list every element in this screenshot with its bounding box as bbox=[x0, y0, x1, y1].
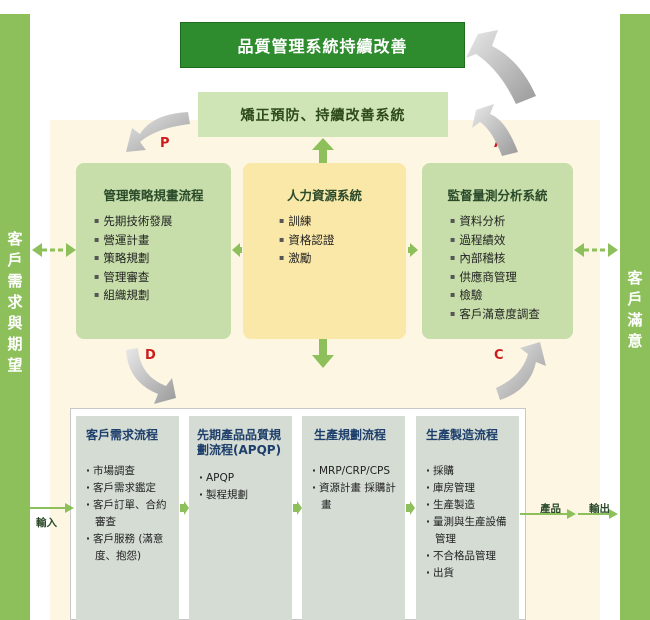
item-list: 資料分析 過程績效 內部稽核 供應商管理 檢驗 客戶滿意度調查 bbox=[450, 212, 573, 323]
right-bar: 客戶滿意 bbox=[620, 14, 650, 620]
list-item: 激勵 bbox=[279, 249, 406, 268]
left-bar-label: 客戶需求與期望 bbox=[7, 230, 23, 374]
box-title: 監督量測分析系統 bbox=[447, 188, 548, 203]
list-item: 內部稽核 bbox=[450, 249, 573, 268]
list-item: 客戶服務 (滿意度、抱怨) bbox=[86, 531, 173, 565]
human-resources-box: 人力資源系統 訓練 資格認證 激勵 bbox=[243, 163, 406, 339]
list-item: 資源計畫 採購計畫 bbox=[312, 480, 399, 514]
item-list: 訓練 資格認證 激勵 bbox=[279, 212, 406, 268]
list-item: 生產製造 bbox=[426, 497, 513, 514]
manufacturing-process-box: 生產製造流程 採購 庫房管理 生產製造 量測與生產設備管理 不合格品管理 出貨 bbox=[416, 416, 519, 620]
process-list: 市場調查 客戶需求鑑定 客戶訂單、合約審查 客戶服務 (滿意度、抱怨) bbox=[86, 463, 173, 565]
left-bar: 客戶需求與期望 bbox=[0, 14, 30, 620]
measurement-analysis-box: 監督量測分析系統 資料分析 過程績效 內部稽核 供應商管理 檢驗 客戶滿意度調查 bbox=[422, 163, 573, 339]
list-item: 庫房管理 bbox=[426, 480, 513, 497]
list-item: 客戶需求鑑定 bbox=[86, 480, 173, 497]
item-list: 先期技術發展 營運計畫 策略規劃 管理審查 組織規劃 bbox=[94, 212, 231, 305]
process-title: 先期產品品質規劃流程(APQP) bbox=[197, 428, 282, 457]
list-item: 採購 bbox=[426, 463, 513, 480]
subtitle-banner: 矯正預防、持續改善系統 bbox=[198, 92, 448, 137]
input-label: 輸入 bbox=[36, 517, 57, 529]
customer-requirement-process-box: 客戶需求流程 市場調查 客戶需求鑑定 客戶訂單、合約審查 客戶服務 (滿意度、抱… bbox=[76, 416, 179, 620]
process-list: APQP 製程規劃 bbox=[199, 470, 286, 504]
list-item: 營運計畫 bbox=[94, 231, 231, 250]
list-item: 資格認證 bbox=[279, 231, 406, 250]
list-item: 市場調查 bbox=[86, 463, 173, 480]
pdca-label-a: A bbox=[494, 136, 505, 151]
list-item: APQP bbox=[199, 470, 286, 487]
curved-arrow-to-title bbox=[466, 30, 536, 104]
list-item: MRP/CRP/CPS bbox=[312, 463, 399, 480]
box-title: 管理策略規畫流程 bbox=[103, 188, 204, 203]
right-bar-label: 客戶滿意 bbox=[627, 269, 643, 350]
list-item: 管理審查 bbox=[94, 268, 231, 287]
product-label: 產品 bbox=[540, 503, 561, 515]
list-item: 資料分析 bbox=[450, 212, 573, 231]
process-title: 生產製造流程 bbox=[426, 428, 499, 442]
title-banner: 品質管理系統持續改善 bbox=[180, 22, 465, 68]
box-title: 人力資源系統 bbox=[286, 188, 362, 203]
list-item: 供應商管理 bbox=[450, 268, 573, 287]
list-item: 策略規劃 bbox=[94, 249, 231, 268]
process-list: 採購 庫房管理 生產製造 量測與生產設備管理 不合格品管理 出貨 bbox=[426, 463, 513, 582]
process-title: 生產規劃流程 bbox=[314, 428, 387, 442]
production-planning-process-box: 生產規劃流程 MRP/CRP/CPS 資源計畫 採購計畫 bbox=[302, 416, 405, 620]
list-item: 出貨 bbox=[426, 565, 513, 582]
list-item: 先期技術發展 bbox=[94, 212, 231, 231]
pdca-label-d: D bbox=[145, 348, 156, 363]
list-item: 訓練 bbox=[279, 212, 406, 231]
list-item: 量測與生產設備管理 bbox=[426, 514, 513, 548]
output-label: 輸出 bbox=[589, 503, 610, 515]
list-item: 製程規劃 bbox=[199, 487, 286, 504]
pdca-label-p: P bbox=[160, 136, 170, 151]
list-item: 組織規劃 bbox=[94, 286, 231, 305]
list-item: 過程績效 bbox=[450, 231, 573, 250]
process-list: MRP/CRP/CPS 資源計畫 採購計畫 bbox=[312, 463, 399, 514]
process-title: 客戶需求流程 bbox=[86, 428, 159, 442]
apqp-process-box: 先期產品品質規劃流程(APQP) APQP 製程規劃 bbox=[189, 416, 292, 620]
list-item: 客戶滿意度調查 bbox=[450, 305, 573, 324]
list-item: 客戶訂單、合約審查 bbox=[86, 497, 173, 531]
list-item: 檢驗 bbox=[450, 286, 573, 305]
list-item: 不合格品管理 bbox=[426, 548, 513, 565]
pdca-label-c: C bbox=[494, 348, 504, 363]
management-strategy-box: 管理策略規畫流程 先期技術發展 營運計畫 策略規劃 管理審查 組織規劃 bbox=[76, 163, 231, 339]
